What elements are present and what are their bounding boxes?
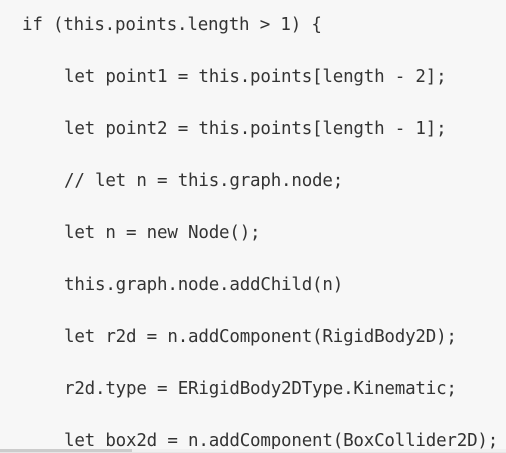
code-line: let n = new Node(); — [64, 223, 261, 243]
code-line: this.graph.node.addChild(n) — [64, 275, 344, 295]
horizontal-scrollbar[interactable] — [0, 449, 506, 452]
code-line: let point2 = this.points[length - 1]; — [64, 119, 447, 139]
scrollbar-thumb[interactable] — [0, 449, 132, 452]
code-line: let box2d = n.addComponent(BoxCollider2D… — [64, 431, 499, 451]
code-line: let point1 = this.points[length - 2]; — [64, 67, 447, 87]
code-line: let r2d = n.addComponent(RigidBody2D); — [64, 327, 457, 347]
code-line: r2d.type = ERigidBody2DType.Kinematic; — [64, 379, 457, 399]
code-line: if (this.points.length > 1) { — [22, 15, 322, 35]
code-comment-line: // let n = this.graph.node; — [64, 171, 344, 191]
